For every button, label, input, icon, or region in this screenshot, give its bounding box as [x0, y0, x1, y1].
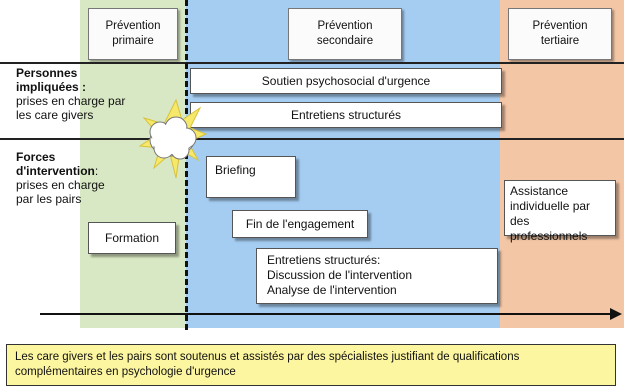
row-label-persons: Personnes impliquées : prises en charge …: [16, 66, 125, 122]
row-divider-top: [0, 62, 624, 64]
footer-note: Les care givers et les pairs sont souten…: [6, 344, 616, 386]
briefing-label: Briefing: [215, 163, 256, 177]
persons-label-rest: prises en charge par les care givers: [16, 94, 126, 122]
fin-label: Fin de l'engagement: [245, 216, 355, 231]
box-entretiens-structures-top: Entretiens structurés: [190, 102, 502, 128]
timeline-arrow: [40, 308, 622, 320]
row-divider-middle: [0, 138, 624, 140]
box-soutien-psychosocial: Soutien psychosocial d'urgence: [190, 68, 502, 94]
box-assistance-individuelle: Assistance individuelle par des professi…: [504, 180, 616, 243]
soutien-label: Soutien psychosocial d'urgence: [261, 73, 431, 88]
entretiens-top-label: Entretiens structurés: [290, 107, 402, 122]
box-briefing: Briefing: [206, 156, 296, 198]
header-secondary-label: Prévention secondaire: [316, 20, 374, 47]
box-fin-engagement: Fin de l'engagement: [232, 210, 368, 238]
forces-label-rest: : prises en charge par les pairs: [16, 164, 105, 206]
row-label-forces: Forces d'intervention: prises en charge …: [16, 150, 105, 206]
header-secondary-prevention: Prévention secondaire: [288, 8, 402, 60]
assistance-label: Assistance individuelle par des professi…: [510, 184, 591, 243]
header-tertiary-prevention: Prévention tertiaire: [508, 8, 612, 60]
explosion-cloud-icon: [138, 98, 208, 179]
header-primary-prevention: Prévention primaire: [88, 8, 178, 60]
forces-label-bold: Forces d'intervention: [16, 150, 95, 178]
persons-label-bold: Personnes impliquées :: [16, 66, 87, 94]
header-primary-label: Prévention primaire: [105, 20, 161, 47]
entretiens-bottom-label: Entretiens structurés: Discussion de l'i…: [267, 253, 413, 297]
box-formation: Formation: [88, 222, 176, 254]
box-entretiens-structures-bottom: Entretiens structurés: Discussion de l'i…: [256, 248, 498, 304]
formation-label: Formation: [104, 230, 160, 245]
primary-secondary-divider: [185, 0, 188, 330]
header-tertiary-label: Prévention tertiaire: [532, 20, 588, 47]
